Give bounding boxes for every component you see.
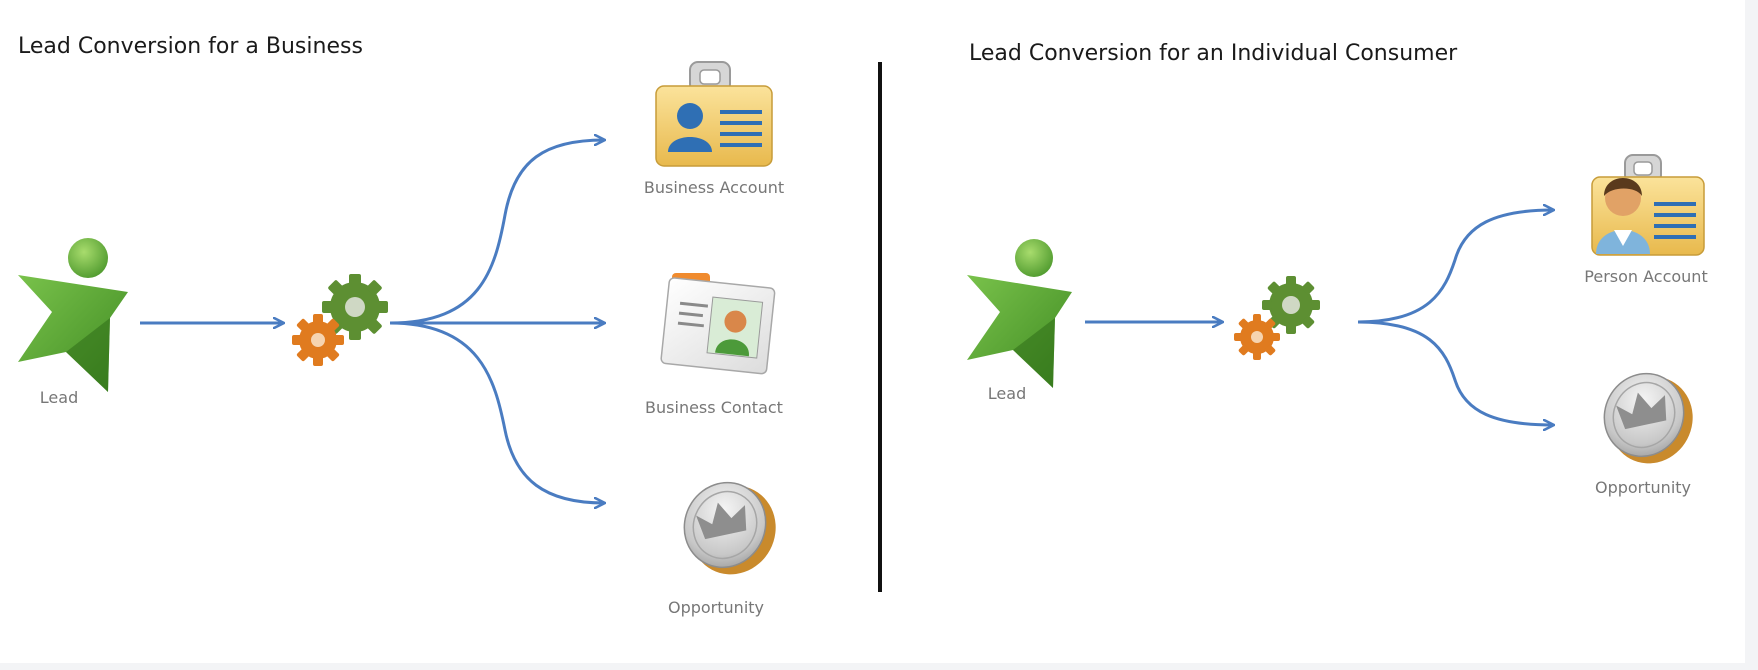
- person-account-label: Person Account: [1584, 267, 1707, 286]
- process-to-business-account-arrow: [389, 140, 604, 325]
- process-to-opportunity-arrow-right: [1357, 320, 1553, 425]
- business-account-id-card-icon: [655, 61, 773, 167]
- gears-icon: [292, 274, 388, 366]
- business-account-label: Business Account: [644, 178, 784, 197]
- person-account-id-card-icon: [1591, 154, 1705, 256]
- right-panel-title: Lead Conversion for an Individual Consum…: [969, 41, 1458, 66]
- left-lead-label: Lead: [40, 388, 78, 407]
- gears-icon: [1234, 276, 1320, 360]
- right-opportunity-label: Opportunity: [1595, 478, 1691, 497]
- process-to-person-account-arrow: [1357, 210, 1553, 324]
- left-panel-title: Lead Conversion for a Business: [18, 34, 363, 59]
- left-opportunity-label: Opportunity: [668, 598, 764, 617]
- business-contact-label: Business Contact: [645, 398, 783, 417]
- coin-crown-icon: [1603, 372, 1693, 464]
- business-contact-card-icon: [660, 273, 776, 375]
- process-to-opportunity-arrow: [389, 321, 604, 503]
- right-lead-label: Lead: [988, 384, 1026, 403]
- person-star-icon: [18, 238, 128, 392]
- coin-crown-icon: [683, 481, 776, 575]
- person-star-icon: [967, 239, 1072, 388]
